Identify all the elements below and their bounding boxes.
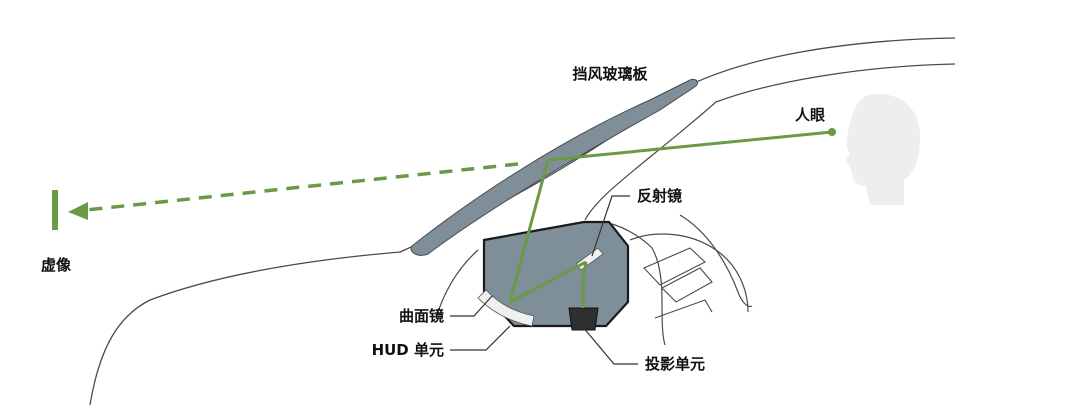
steering-wheel-lower — [654, 299, 713, 319]
leader-projector — [581, 325, 638, 365]
steering-wheel-spoke — [661, 267, 713, 303]
label-windshield: 挡风玻璃板 — [572, 65, 648, 83]
dashboard-outline — [611, 223, 666, 346]
projector-unit — [568, 307, 599, 331]
leader-curved-mirror — [450, 295, 493, 317]
light-path-windshield-to-eye — [547, 130, 833, 162]
virtual-image-arrowhead — [68, 202, 88, 220]
car-roof-inner — [584, 63, 956, 221]
car-body-outline — [89, 37, 956, 406]
label-eye: 人眼 — [795, 106, 825, 124]
light-path-reflector-to-curved-mirror — [509, 260, 587, 304]
label-virtual-image: 虚像 — [41, 256, 72, 274]
windshield-glass — [410, 79, 699, 256]
label-mirror: 反射镜 — [637, 187, 682, 205]
label-hud-unit: HUD 单元 — [372, 341, 444, 359]
label-projector: 投影单元 — [645, 355, 705, 373]
light-path-curved-mirror-to-windshield — [508, 159, 550, 303]
car-hood-line — [435, 249, 479, 319]
curved-mirror — [477, 289, 535, 327]
steering-wheel-outer — [679, 214, 753, 308]
steering-wheel-inner — [643, 247, 706, 286]
leader-hud-unit — [450, 325, 511, 351]
head-silhouette — [846, 93, 921, 205]
virtual-image-bar — [52, 190, 58, 230]
light-path-projector-to-reflector — [581, 261, 588, 308]
virtual-image-ray — [85, 162, 519, 212]
label-curved-mirror: 曲面镜 — [399, 307, 444, 325]
leader-mirror — [591, 195, 630, 257]
eye-point — [828, 128, 836, 136]
